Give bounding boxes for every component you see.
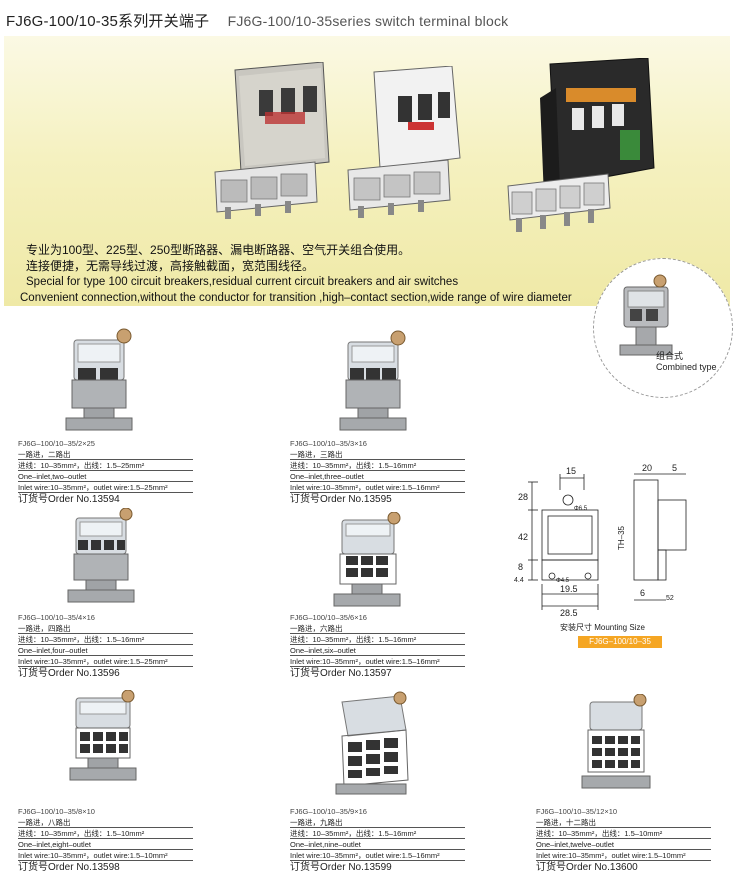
dim-28: 28	[518, 492, 528, 502]
spec-desc-en: One–inlet,three–outlet	[290, 471, 465, 482]
spec-block-13600: FJ6G–100/10–35/12×10 一路进，十二路出 进线：10–35mm…	[536, 806, 711, 875]
combined-label-cn: 组合式	[656, 351, 684, 361]
combined-label: 组合式 Combined type	[656, 351, 717, 373]
combined-terminal-image	[619, 274, 673, 356]
spec-order-no: 订货号Order No.13597	[290, 668, 392, 679]
dim-hole-4-5: Φ4.5	[556, 578, 570, 584]
dim-6: 6	[640, 588, 645, 598]
spec-wire-cn: 进线：10–35mm²，出线：1.5–16mm²	[290, 460, 465, 471]
spec-order-no: 订货号Order No.13599	[290, 862, 392, 873]
spec-desc-en: One–inlet,twelve–outlet	[536, 839, 711, 850]
page-title: FJ6G-100/10-35系列开关端子 FJ6G-100/10-35serie…	[6, 10, 508, 31]
combined-label-en: Combined type	[656, 362, 717, 372]
intro-line-cn-1: 专业为100型、225型、250型断路器、漏电断路器、空气开关组合使用。	[26, 243, 411, 257]
spec-model: FJ6G–100/10–35/9×16	[290, 807, 367, 816]
product-image-9x16	[335, 691, 409, 795]
title-cn: FJ6G-100/10-35系列开关端子	[6, 13, 210, 30]
spec-model: FJ6G–100/10–35/12×10	[536, 807, 618, 816]
spec-order-no: 订货号Order No.13598	[18, 862, 120, 873]
spec-wire-cn: 进线：10–35mm²，出线：1.5–16mm²	[290, 634, 465, 645]
spec-block-13594: FJ6G–100/10–35/2×25 一路进，二路出 进线：10–35mm²，…	[18, 438, 193, 507]
spec-desc-en: One–inlet,six–outlet	[290, 645, 465, 656]
spec-model: FJ6G–100/10–35/3×16	[290, 439, 367, 448]
breaker-white-image	[347, 66, 461, 218]
spec-desc-cn: 一路进，三路出	[290, 449, 465, 460]
spec-desc-cn: 一路进，六路出	[290, 623, 465, 634]
dim-52: 52	[666, 595, 674, 602]
spec-wire-en: Inlet wire:10–35mm²，outlet wire:1.5–25mm…	[18, 482, 193, 493]
mounting-model-badge: FJ6G–100/10–35	[578, 636, 662, 648]
dim-hole-6-5: Φ6.5	[574, 506, 588, 512]
spec-model: FJ6G–100/10–35/8×10	[18, 807, 95, 816]
spec-wire-cn: 进线：10–35mm²，出线：1.5–25mm²	[18, 460, 193, 471]
product-image-4x16	[67, 508, 135, 603]
dim-20: 20	[642, 463, 652, 473]
title-en: FJ6G-100/10-35series switch terminal blo…	[227, 13, 509, 29]
dim-4-4: 4.4	[514, 577, 524, 584]
spec-order-no: 订货号Order No.13600	[536, 862, 638, 873]
combined-type-callout: 组合式 Combined type	[593, 258, 733, 398]
spec-desc-cn: 一路进，八路出	[18, 817, 193, 828]
intro-text: 专业为100型、225型、250型断路器、漏电断路器、空气开关组合使用。 连接便…	[20, 242, 572, 306]
spec-wire-cn: 进线：10–35mm²，出线：1.5–10mm²	[536, 828, 711, 839]
spec-model: FJ6G–100/10–35/6×16	[290, 613, 367, 622]
spec-wire-cn: 进线：10–35mm²，出线：1.5–16mm²	[18, 634, 193, 645]
spec-desc-en: One–inlet,four–outlet	[18, 645, 193, 656]
spec-wire-en: Inlet wire:10–35mm²，outlet wire:1.5–10mm…	[18, 850, 193, 861]
spec-wire-en: Inlet wire:10–35mm²，outlet wire:1.5–16mm…	[290, 482, 465, 493]
dim-rail-th35: TH–35	[617, 525, 626, 550]
spec-wire-en: Inlet wire:10–35mm²，outlet wire:1.5–10mm…	[536, 850, 711, 861]
spec-desc-en: One–inlet,eight–outlet	[18, 839, 193, 850]
product-image-3x16	[339, 330, 407, 431]
spec-block-13598: FJ6G–100/10–35/8×10 一路进，八路出 进线：10–35mm²，…	[18, 806, 193, 875]
dim-42: 42	[518, 532, 528, 542]
dim-28-5: 28.5	[560, 608, 578, 618]
mounting-size-caption: 安装尺寸 Mounting Size	[560, 623, 645, 632]
spec-desc-cn: 一路进，九路出	[290, 817, 465, 828]
spec-desc-cn: 一路进，二路出	[18, 449, 193, 460]
breaker-black-image	[507, 58, 655, 232]
dim-8: 8	[518, 562, 523, 572]
intro-line-cn-2: 连接便捷，无需导线过渡，高接触截面，宽范围线径。	[26, 259, 315, 273]
dim-19-5: 19.5	[560, 584, 578, 594]
spec-wire-cn: 进线：10–35mm²，出线：1.5–10mm²	[18, 828, 193, 839]
spec-block-13595: FJ6G–100/10–35/3×16 一路进，三路出 进线：10–35mm²，…	[290, 438, 465, 507]
spec-wire-en: Inlet wire:10–35mm²，outlet wire:1.5–25mm…	[18, 656, 193, 667]
dim-15: 15	[566, 466, 576, 476]
spec-desc-en: One–inlet,nine–outlet	[290, 839, 465, 850]
spec-block-13599: FJ6G–100/10–35/9×16 一路进，九路出 进线：10–35mm²，…	[290, 806, 465, 875]
product-image-6x16	[333, 512, 401, 607]
intro-line-en-2: Convenient connection,without the conduc…	[20, 292, 572, 304]
spec-order-no: 订货号Order No.13595	[290, 494, 392, 505]
spec-order-no: 订货号Order No.13596	[18, 668, 120, 679]
spec-block-13596: FJ6G–100/10–35/4×16 一路进，四路出 进线：10–35mm²，…	[18, 612, 193, 681]
spec-block-13597: FJ6G–100/10–35/6×16 一路进，六路出 进线：10–35mm²，…	[290, 612, 465, 681]
breaker-transparent-image	[214, 62, 330, 219]
spec-desc-en: One–inlet,two–outlet	[18, 471, 193, 482]
spec-order-no: 订货号Order No.13594	[18, 494, 120, 505]
product-image-8x10	[69, 690, 137, 781]
spec-model: FJ6G–100/10–35/4×16	[18, 613, 95, 622]
spec-wire-cn: 进线：10–35mm²，出线：1.5–16mm²	[290, 828, 465, 839]
spec-desc-cn: 一路进，四路出	[18, 623, 193, 634]
spec-wire-en: Inlet wire:10–35mm²，outlet wire:1.5–16mm…	[290, 656, 465, 667]
product-image-12x10	[581, 694, 651, 789]
spec-model: FJ6G–100/10–35/2×25	[18, 439, 95, 448]
spec-desc-cn: 一路进，十二路出	[536, 817, 711, 828]
intro-line-en-1: Special for type 100 circuit breakers,re…	[26, 276, 459, 288]
mounting-drawing: 15 20 5 28 42 8 4.4 19.5 28.5 6 52 Φ6.5 …	[514, 463, 687, 618]
product-image-2x25	[65, 328, 133, 431]
dim-5: 5	[672, 463, 677, 473]
spec-wire-en: Inlet wire:10–35mm²，outlet wire:1.5–16mm…	[290, 850, 465, 861]
